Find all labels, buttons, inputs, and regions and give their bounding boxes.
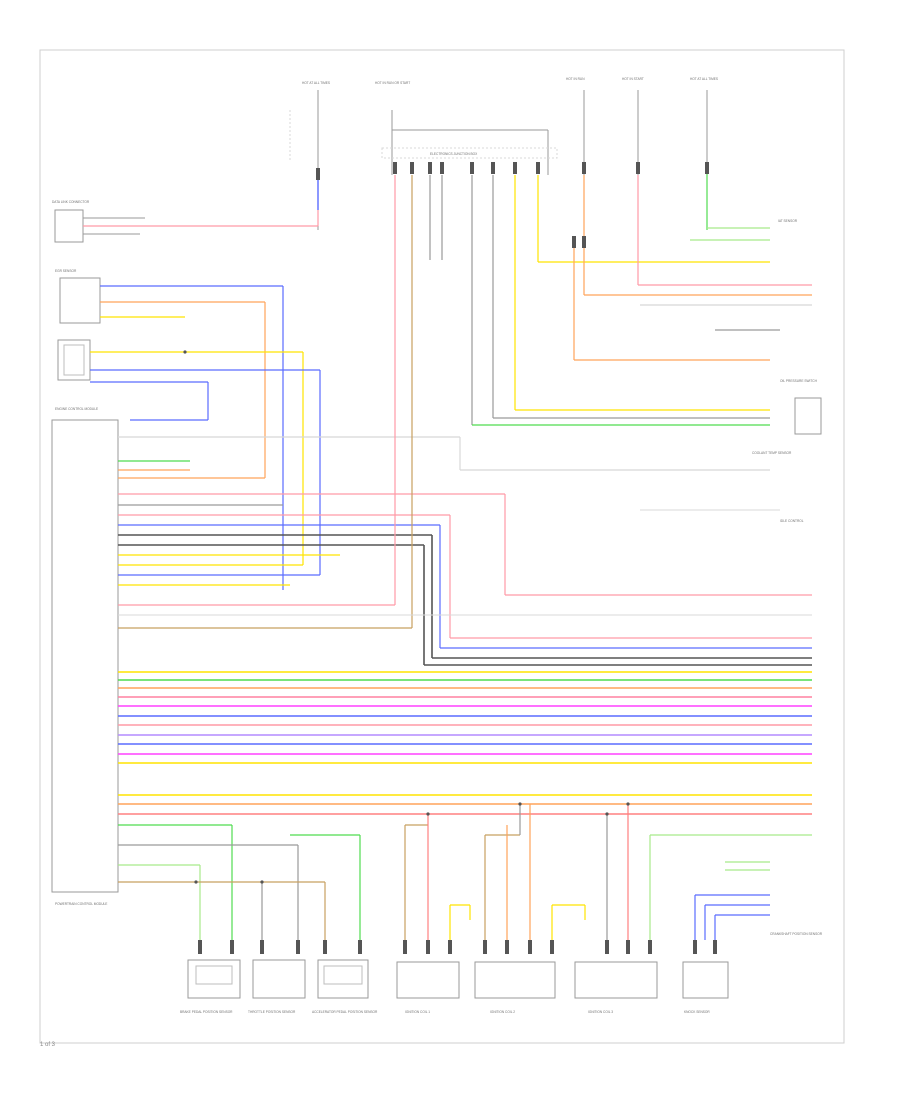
accelerator-pedal-sensor: [317, 959, 369, 999]
ecm-bottom-label: POWERTRAIN CONTROL MODULE: [55, 902, 107, 906]
bottom-connector-pins: [198, 940, 717, 954]
ecm-block: [51, 419, 119, 893]
map-sensor: [57, 339, 91, 381]
knock-sensor: [682, 961, 729, 999]
bottom-label-6: IGNITION COIL 3: [588, 1010, 613, 1014]
bottom-label-3: ACCELERATOR PEDAL POSITION SENSOR: [312, 1010, 378, 1014]
top-connector-pins: [316, 162, 709, 248]
right-mid-label: OIL PRESSURE SWITCH: [780, 379, 818, 383]
throttle-position-sensor: [252, 959, 306, 999]
bottom-label-5: IGNITION COIL 2: [490, 1010, 515, 1014]
brake-pedal-sensor: [187, 959, 241, 999]
fuse-label-3: HOT IN RUN: [566, 77, 585, 81]
fuse-label-4: HOT IN START: [622, 77, 644, 81]
ignition-coil-1: [396, 961, 460, 999]
right-bottom-label: CRANKSHAFT POSITION SENSOR: [770, 932, 823, 936]
ecm-title: ENGINE CONTROL MODULE: [55, 407, 98, 411]
junction-box-label: ELECTRONICS JUNCTION BOX: [430, 152, 478, 156]
dlc-label: DATA LINK CONNECTOR: [52, 200, 90, 204]
bottom-label-2: THROTTLE POSITION SENSOR: [248, 1010, 296, 1014]
bottom-label-7: KNOCK SENSOR: [684, 1010, 710, 1014]
egr-sensor: [59, 277, 101, 324]
fuse-feeds: [289, 90, 708, 230]
junction-box: [381, 147, 558, 159]
right-mid3-label: IDLE CONTROL: [780, 519, 804, 523]
fuse-label-1: HOT AT ALL TIMES: [302, 81, 330, 85]
fuse-label-2: HOT IN RUN OR START: [375, 81, 410, 85]
ecm-harness-lower: [118, 671, 812, 815]
right-upper-wires: [640, 227, 812, 331]
bottom-label-4: IGNITION COIL 1: [405, 1010, 430, 1014]
egr-wires: [90, 285, 321, 590]
ignition-coil-2: [474, 961, 556, 999]
fuse-label-5: HOT AT ALL TIMES: [690, 77, 718, 81]
dlc-connector: [54, 209, 84, 243]
bottom-components: [187, 959, 729, 999]
right-mid-connector: [794, 397, 822, 435]
splice-points: [183, 238, 630, 884]
lower-drops: [118, 804, 812, 940]
right-top-label: IAT SENSOR: [778, 219, 798, 223]
junction-drops: [394, 175, 812, 628]
bottom-label-1: BRAKE PEDAL POSITION SENSOR: [180, 1010, 233, 1014]
right-mid2-label: COOLANT TEMP SENSOR: [752, 451, 792, 455]
diagram-border: [39, 49, 845, 1044]
page-number: 1 of 3: [40, 1042, 56, 1048]
ignition-coil-3: [574, 961, 658, 999]
egr-sensor-label: EGR SENSOR: [55, 269, 77, 273]
ecm-harness-upper: [118, 436, 812, 666]
map-sensor-inner: [63, 344, 85, 376]
